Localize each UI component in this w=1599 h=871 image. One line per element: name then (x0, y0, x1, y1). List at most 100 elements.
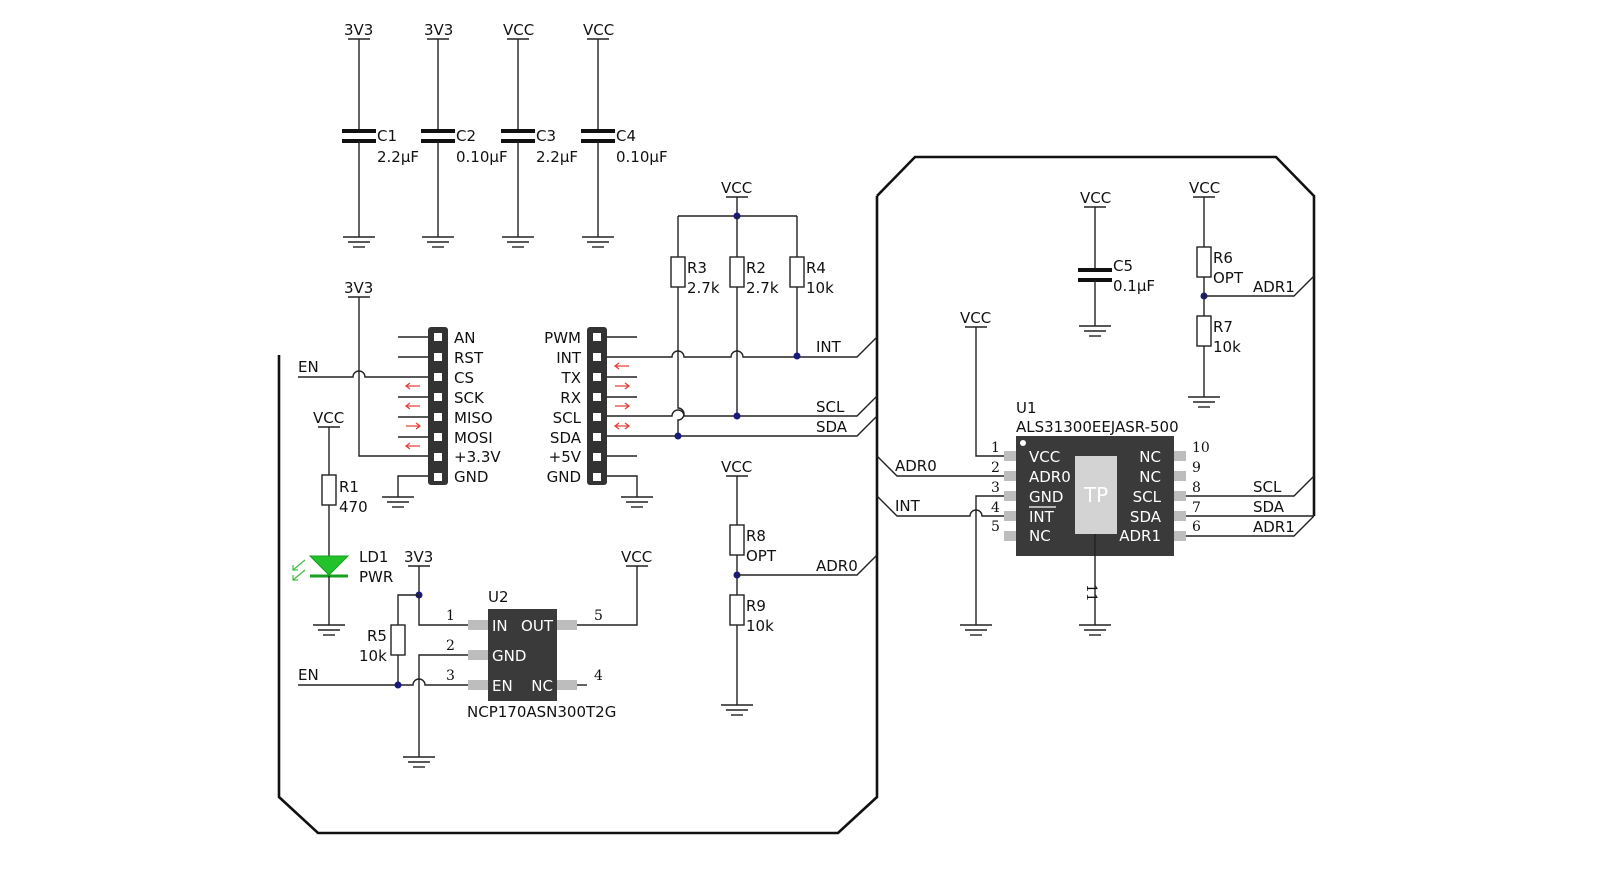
thermal-pad-pin-num: 11 (1083, 584, 1099, 602)
resistor-r5 (390, 624, 406, 656)
ld1-value: PWR (359, 568, 393, 586)
u2-pin-gnd-name: GND (492, 647, 526, 665)
capacitor-c1: 3V3 C1 2.2µF (342, 21, 419, 248)
u1-pin-10-num: 10 (1192, 440, 1210, 456)
r3-value: 2.7k (687, 279, 720, 297)
net-en-label-bottom: EN (298, 666, 319, 684)
c3-rail-label: VCC (503, 21, 534, 39)
u2-pin-3-num: 3 (446, 668, 455, 684)
u1-pin-5-num: 5 (991, 519, 1000, 535)
u1-part-number: ALS31300EEJASR-500 (1016, 418, 1179, 436)
left-header-pin-cs: CS (454, 369, 474, 387)
c1-ref: C1 (377, 127, 397, 145)
r7-value: 10k (1213, 338, 1241, 356)
r2-value: 2.7k (746, 279, 779, 297)
u1-pin-2-num: 2 (991, 460, 1000, 476)
right-header-pin-pwm: PWM (544, 329, 581, 347)
led-rail-label: VCC (313, 409, 344, 427)
mikrobus-header-right: INT SCL SDA PWM INT TX RX SCL SDA +5V GN… (544, 327, 878, 508)
left-header-pin-mosi: MOSI (454, 429, 493, 447)
u1-pin-sda-name: SDA (1130, 508, 1162, 526)
right-header-pin-rx: RX (560, 389, 581, 407)
u1-pin-scl-name: SCL (1133, 488, 1162, 506)
u1-pin-4-num: 4 (991, 500, 1000, 516)
junction-dot (733, 412, 741, 420)
u2-pin-5-num: 5 (594, 608, 603, 624)
board-outline-left (277, 196, 879, 835)
pullup-resistors: VCC R3 2.7k R2 2.7k R4 10k (670, 179, 834, 436)
r4-ref: R4 (806, 259, 826, 277)
resistor-r6 (1196, 246, 1212, 278)
net-sda-label-sensor: SDA (1253, 498, 1285, 516)
u1-pin-9-num: 9 (1192, 460, 1201, 476)
left-header-pin-sck: SCK (454, 389, 485, 407)
board-outline-sensor (876, 155, 1316, 516)
c2-ref: C2 (456, 127, 476, 145)
u2-pin-2-num: 2 (446, 638, 455, 654)
u2-part-number: NCP170ASN300T2G (467, 703, 616, 721)
u1-pin-vcc-name: VCC (1029, 448, 1060, 466)
u2-pin-out-name: OUT (521, 617, 554, 635)
left-header-pin-3v3: +3.3V (454, 448, 501, 466)
left-header-pin-an: AN (454, 329, 475, 347)
u1-pin-3-num: 3 (991, 480, 1000, 496)
r1-value: 470 (339, 498, 368, 516)
adr0-divider: VCC ADR0 R8 OPT R9 10k (720, 458, 878, 716)
c2-value: 0.10µF (456, 148, 508, 166)
r1-ref: R1 (339, 478, 359, 496)
right-header-pin-sda: SDA (550, 429, 582, 447)
u2-in-rail-label: 3V3 (404, 548, 433, 566)
power-led-section: VCC R1 470 LD1 PWR (292, 409, 393, 636)
u2-pin-nc-name: NC (531, 677, 553, 695)
r4-value: 10k (806, 279, 834, 297)
u2-pin-4-num: 4 (594, 668, 603, 684)
c5-value: 0.1µF (1113, 277, 1155, 295)
c5-ref: C5 (1113, 257, 1133, 275)
net-adr0-label: ADR0 (816, 557, 858, 575)
net-scl-label: SCL (816, 398, 845, 416)
r6-ref: R6 (1213, 249, 1233, 267)
led-ld1 (308, 555, 350, 576)
net-adr1-label-sensor: ADR1 (1253, 518, 1295, 536)
net-adr0-label-sensor: ADR0 (895, 457, 937, 475)
c3-value: 2.2µF (536, 148, 578, 166)
u1-ref: U1 (1016, 399, 1037, 417)
c3-ref: C3 (536, 127, 556, 145)
resistor-r9 (729, 594, 745, 626)
r8-ref: R8 (746, 527, 766, 545)
u2-pin-in-name: IN (492, 617, 508, 635)
r7-ref: R7 (1213, 318, 1233, 336)
c4-rail-label: VCC (583, 21, 614, 39)
sensor-section: VCC C5 0.1µF VCC ADR1 R6 OPT R7 10k VCC … (876, 179, 1315, 636)
junction-dot (394, 681, 402, 689)
c1-value: 2.2µF (377, 148, 419, 166)
net-scl-label-sensor: SCL (1253, 478, 1282, 496)
net-en-label-top: EN (298, 358, 319, 376)
u1-pin-6-num: 6 (1192, 519, 1201, 535)
net-int-label: INT (816, 338, 842, 356)
resistor-r1 (321, 474, 337, 506)
ic-u2 (488, 609, 557, 701)
thermal-pad-label: TP (1083, 483, 1108, 507)
c2-rail-label: 3V3 (424, 21, 453, 39)
c5-rail-label: VCC (1080, 189, 1111, 207)
u1-pin-int-name: INT (1029, 508, 1055, 526)
left-header-pin-rst: RST (454, 349, 484, 367)
r5-ref: R5 (367, 627, 387, 645)
adr1-divider-rail-label: VCC (1189, 179, 1220, 197)
capacitor-c2: 3V3 C2 0.10µF (421, 21, 508, 248)
r5-value: 10k (359, 647, 387, 665)
u1-pin-8-num: 8 (1192, 480, 1201, 496)
u1-pin-adr0-name: ADR0 (1029, 468, 1071, 486)
right-header-pin-gnd: GND (547, 468, 581, 486)
r3-ref: R3 (687, 259, 707, 277)
ld1-ref: LD1 (359, 548, 388, 566)
left-header-pin-miso: MISO (454, 409, 493, 427)
capacitor-c4: VCC C4 0.10µF (581, 21, 668, 248)
r9-ref: R9 (746, 597, 766, 615)
c4-ref: C4 (616, 127, 636, 145)
u1-pin-10-name: NC (1139, 448, 1161, 466)
pullup-rail-label: VCC (721, 179, 752, 197)
